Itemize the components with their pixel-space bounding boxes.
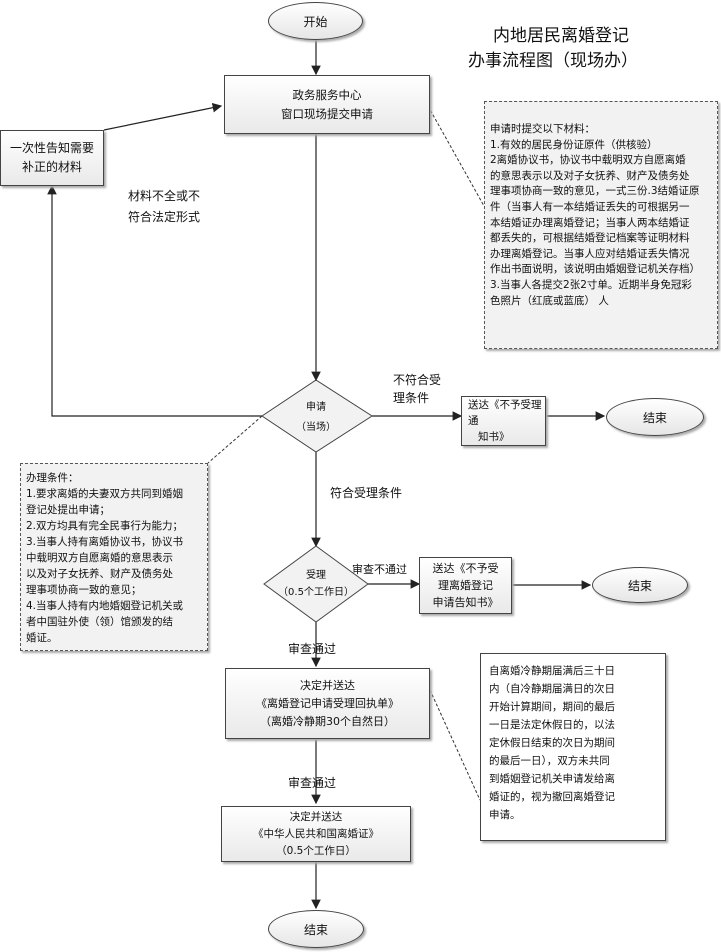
conditions-line: 中载明双方自愿离婚的意思表示 [26,552,173,564]
label-incomplete-line1: 材料不全或不 [128,189,201,203]
materials-line: 1.有效的居民身份证原件（供核验） [490,138,658,151]
receipt-node: 决定并送达 《离婚登记申请受理回执单》 （离婚冷静期30个自然日） [225,668,430,739]
accept-node-text: 受理 （0.5个工作日） [270,567,362,601]
edge-apply-correction [47,184,262,417]
end-label: 结束 [303,922,328,937]
label-review-pass-1-text: 审查通过 [288,642,337,656]
label-review-fail-text: 审查不通过 [352,563,407,576]
correction-line2: 补正的材料 [21,160,82,174]
accept-line1: 受理 [306,570,326,581]
conditions-line: 登记处提出申请； [26,504,110,516]
materials-line: 办理离婚登记。当事人应对结婚证丢失情况 [490,247,690,260]
label-review-pass-1: 审查通过 [288,640,336,657]
conditions-line: 者中国驻外使（领）馆颁发的结 [26,616,173,628]
reject-register-node: 送达《不予受 理离婚登记 申请告知书》 [419,557,512,614]
materials-line: 2离婚协议书，协议书中载明双方自愿离婚 [490,154,686,167]
conditions-line: 理事项协商一致的意见； [26,584,142,596]
label-incomplete-line2: 符合法定形式 [128,210,201,224]
receipt-line3: （离婚冷静期30个自然日） [260,714,395,728]
cooling-note: 自离婚冷静期届满后三十日 内（自冷静期届满日的次日 开始计算期间，期间的最后 一… [480,653,666,841]
reject-register-line1: 送达《不予受 [432,562,499,575]
materials-line: 本结婚证办理离婚登记；当事人两本结婚证 [490,216,690,229]
diagram-title: 内地居民离婚登记 办事流程图（现场办） [468,24,638,74]
conditions-line: 以及对子女抚养、财产及债务处 [26,568,173,580]
label-not-eligible-line1: 不符合受 [393,373,442,387]
label-eligible-text: 符合受理条件 [330,486,403,500]
title-line2: 办事流程图（现场办） [468,51,638,71]
conditions-line: 办理条件： [26,472,79,484]
end-node-reject: 结束 [606,398,704,436]
materials-line: 作出书面说明，该说明由婚姻登记机关存档） [490,263,700,276]
apply-node-text: 申请 （当场） [276,398,356,438]
end-node-final: 结束 [268,910,364,948]
label-eligible: 符合受理条件 [330,484,402,501]
label-not-eligible-line2: 理条件 [393,391,430,405]
link-submit-materials [427,105,485,207]
materials-note: 申请时提交以下材料： 1.有效的居民身份证原件（供核验） 2离婚协议书，协议书中… [484,101,718,349]
label-incomplete: 材料不全或不 符合法定形式 [128,186,200,228]
materials-line: 3.当事人各提交2张2寸单。近期半身免冠彩 [490,278,692,291]
cooling-line: 婚证的，视为撤回离婚登记 [489,791,615,803]
end-label: 结束 [642,410,667,425]
certificate-line3: （0.5个工作日） [276,844,356,857]
materials-line: 色照片（红底或蓝底） 人 [490,294,609,307]
cooling-line: 自离婚冷静期届满后三十日 [489,665,615,677]
materials-line: 的意思表示以及对子女抚养、财产及债务处 [490,169,690,182]
label-review-pass-2: 审查通过 [288,774,336,791]
apply-line2: （当场） [296,422,336,433]
apply-diamond [261,379,373,453]
start-node: 开始 [268,2,363,40]
submit-node: 政务服务中心 窗口现场提交申请 [224,75,430,134]
accept-diamond [263,545,369,623]
certificate-line2: 《中华人民共和国离婚证》 [253,827,379,840]
end-label: 结束 [627,578,652,593]
materials-line: 理事项协商一致的意见，一式三份.3结婚证原 [490,185,700,198]
title-line1: 内地居民离婚登记 [493,26,629,46]
edge-correction-submit [103,102,223,131]
correction-node: 一次性告知需要 补正的材料 [0,130,104,186]
receipt-line2: 《离婚登记申请受理回执单》 [256,696,399,710]
label-review-pass-2-text: 审查通过 [288,776,337,790]
apply-line1: 申请 [306,402,326,413]
reject-register-line2: 理离婚登记 [438,579,493,592]
cooling-line: 的最后一日），双方未共同 [489,755,610,767]
certificate-node: 决定并送达 《中华人民共和国离婚证》 （0.5个工作日） [221,806,411,862]
link-receipt-cooling [429,689,481,801]
receipt-line1: 决定并送达 [300,678,355,692]
reject-register-line3: 申请告知书》 [432,596,499,609]
certificate-line1: 决定并送达 [289,810,343,823]
cooling-line: 内（自冷静期届满日的次日 [489,683,615,695]
cooling-line: 到婚姻登记机关申请发给离 [489,773,615,785]
conditions-line: 3.当事人持有离婚协议书，协议书 [26,536,184,548]
materials-line: 申请时提交以下材料： [490,123,595,135]
reject-notice-line2: 知书》 [478,431,510,443]
conditions-line: 婚证。 [26,632,58,644]
materials-line: 件（当事人有一本结婚证丢失的可根据另一 [490,200,690,213]
submit-line2: 窗口现场提交申请 [281,106,373,121]
cooling-line: 一日是法定休假日的，以法 [489,719,615,731]
conditions-line: 4.当事人持有内地婚姻登记机关或 [26,600,184,612]
cooling-line: 定休假日结束的次日为期间 [489,737,615,749]
label-review-fail: 审查不通过 [352,561,407,577]
accept-line2: （0.5个工作日） [278,587,354,598]
reject-notice-node: 送达《不予受理通 知书》 [461,396,546,446]
correction-line1: 一次性告知需要 [9,141,94,155]
link-apply-conditions [207,415,263,464]
cooling-line: 开始计算期间，期间的最后 [489,701,615,713]
cooling-line: 申请。 [489,809,521,821]
conditions-line: 1.要求离婚的夫妻双方共同到婚姻 [26,488,184,500]
conditions-line: 2.双方均具有完全民事行为能力； [26,520,184,532]
label-not-eligible: 不符合受 理条件 [393,371,441,407]
reject-notice-line1: 送达《不予受理通 [468,399,542,427]
conditions-note: 办理条件： 1.要求离婚的夫妻双方共同到婚姻 登记处提出申请； 2.双方均具有完… [20,463,208,651]
materials-line: 都丢失的，可根据结婚登记档案等证明材料 [490,232,690,245]
end-node-register-reject: 结束 [592,567,688,603]
start-label: 开始 [303,14,328,29]
submit-line1: 政务服务中心 [292,87,362,102]
